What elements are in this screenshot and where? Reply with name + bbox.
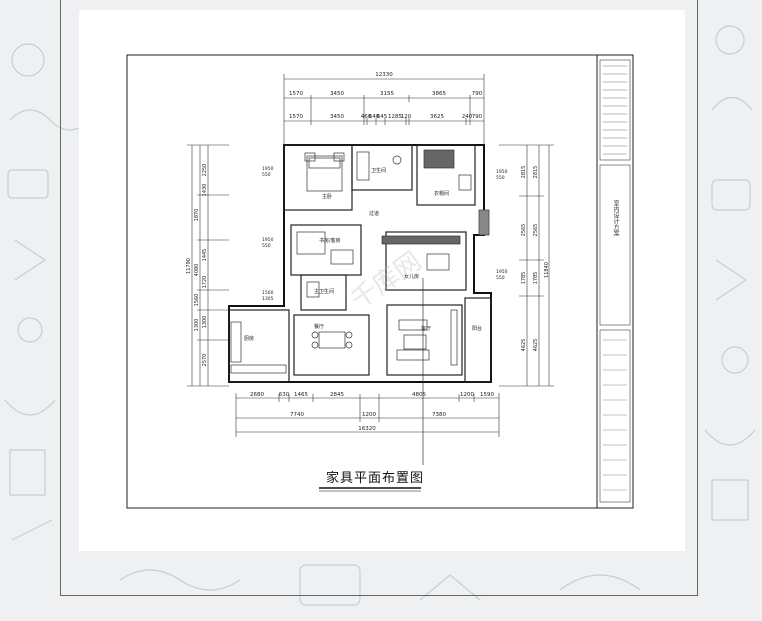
room-kid: 女儿房: [404, 273, 419, 280]
dim-top2-1: 1570: [289, 114, 303, 120]
dim-bottom2-3: 7380: [432, 412, 446, 418]
dim-top2-9: 240: [462, 114, 473, 120]
dim-bottom-2: 630: [279, 392, 290, 398]
dim-top-5: 790: [472, 91, 483, 97]
dim-left-5: 4080: [194, 264, 200, 277]
dim-left-9: 1300: [202, 316, 208, 329]
dim-top2-6: 1285: [388, 114, 402, 120]
dim-top2-2: 3450: [330, 114, 344, 120]
room-kitchen: 厨房: [244, 335, 254, 342]
dim-top-overall: 12330: [375, 72, 393, 78]
dim-right-overall: 11840: [544, 262, 550, 278]
window-mark-4b: 550: [496, 175, 505, 181]
room-living: 客厅: [421, 325, 431, 332]
dim-top2-3: 460: [361, 114, 372, 120]
dim-top2-8: 3625: [430, 114, 444, 120]
dim-bottom-5: 4805: [412, 392, 426, 398]
room-master-bedroom: 主卧: [322, 193, 332, 200]
dim-right-4: 4625: [521, 339, 527, 352]
dim-top-2: 3450: [330, 91, 344, 97]
dim-top2-5: 645: [377, 114, 388, 120]
room-bath2: 主卫生间: [314, 288, 334, 295]
dim-top-3: 3155: [380, 91, 394, 97]
drawing-sheet: [79, 10, 685, 551]
dim-right-2: 2565: [521, 224, 527, 237]
dim-right-3: 1785: [521, 272, 527, 285]
outer-frame: [60, 0, 698, 596]
dim-bottom-overall: 16320: [358, 426, 376, 432]
room-study: 书房/客房: [319, 237, 341, 244]
room-closet: 衣帽间: [434, 190, 449, 197]
dim-bottom-7: 1590: [480, 392, 494, 398]
window-mark-5b: 550: [496, 275, 505, 281]
dim-left-10: 1300: [194, 319, 200, 332]
window-mark-2a: 1950: [262, 237, 274, 243]
room-balcony: 阳台: [472, 325, 482, 332]
window-mark-2b: 550: [262, 243, 271, 249]
dim-left-4: 1445: [202, 249, 208, 262]
dim-bottom-6: 1200: [460, 392, 474, 398]
floor-plan-drawing: 12330 1570 3450 3155 3865 790 1570 3450 …: [126, 54, 634, 509]
dim-right-1b: 2815: [533, 166, 539, 179]
title-block-text: 室内设计方案: [612, 200, 619, 236]
room-dining: 餐厅: [314, 323, 324, 330]
dim-top2-4: 640: [369, 114, 380, 120]
window-mark-4a: 1950: [496, 169, 508, 175]
dim-left-8: 1560: [194, 294, 200, 307]
dim-left-2: 1430: [202, 184, 208, 197]
dim-right-1: 2815: [521, 166, 527, 179]
window-mark-1a: 1950: [262, 166, 274, 172]
dim-bottom-3: 1465: [294, 392, 308, 398]
dim-bottom-1: 2680: [250, 392, 264, 398]
dim-bottom2-1: 7740: [290, 412, 304, 418]
plan-title: 家具平面布置图: [326, 471, 425, 486]
window-mark-1b: 550: [262, 172, 271, 178]
dim-top-1: 1570: [289, 91, 303, 97]
dim-top-4: 3865: [432, 91, 446, 97]
dim-left-1: 2250: [202, 164, 208, 177]
dim-right-3b: 1785: [533, 272, 539, 285]
room-corridor: 过道: [369, 210, 379, 217]
dim-right-2b: 2565: [533, 224, 539, 237]
dim-right-4b: 4625: [533, 339, 539, 352]
dim-left-3: 1870: [194, 209, 200, 222]
dim-top2-10: 790: [472, 114, 483, 120]
dim-top2-7: 120: [401, 114, 412, 120]
window-mark-5a: 1950: [496, 269, 508, 275]
window-mark-3b: 1305: [262, 296, 274, 302]
dim-left-6: 11790: [186, 258, 192, 274]
window-mark-3a: 1560: [262, 290, 274, 296]
dim-bottom2-2: 1200: [362, 412, 376, 418]
dim-left-11: 2570: [202, 354, 208, 367]
room-bath1: 卫生间: [371, 167, 386, 174]
dim-bottom-4: 2845: [330, 392, 344, 398]
dim-left-7: 1720: [202, 276, 208, 289]
